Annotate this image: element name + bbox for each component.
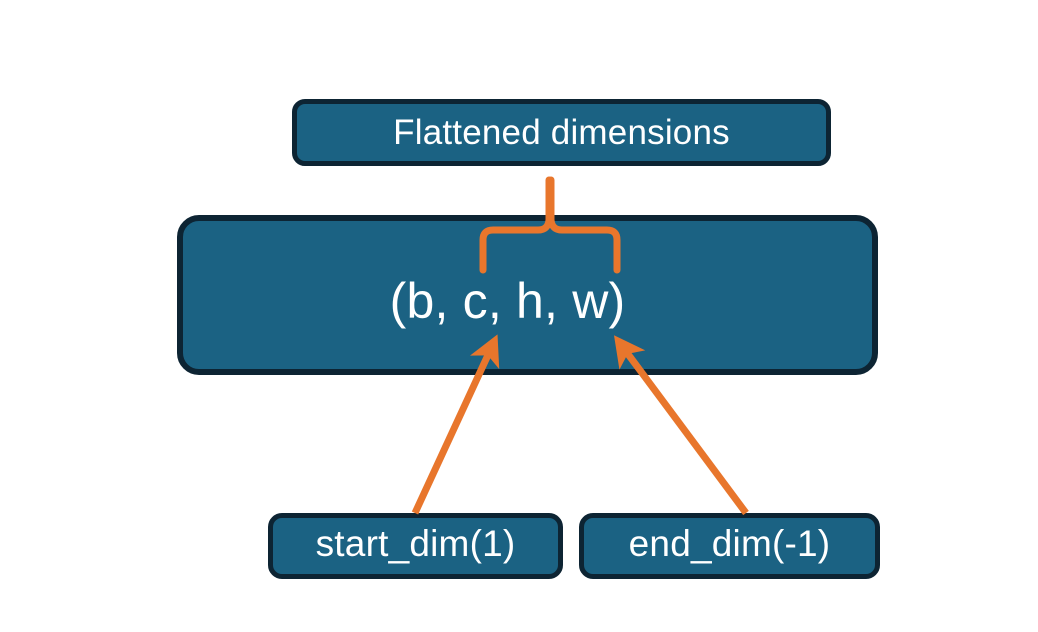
node-flattened-dimensions-label: Flattened dimensions [393,112,730,152]
node-tensor-shape[interactable]: (b, c, h, w) [177,215,878,375]
node-end-dim[interactable]: end_dim(-1) [579,513,880,579]
node-flattened-dimensions[interactable]: Flattened dimensions [292,99,831,166]
node-tensor-shape-label: (b, c, h, w) [389,273,626,329]
node-start-dim[interactable]: start_dim(1) [268,513,563,579]
node-end-dim-label: end_dim(-1) [628,523,831,564]
node-start-dim-label: start_dim(1) [315,523,516,564]
